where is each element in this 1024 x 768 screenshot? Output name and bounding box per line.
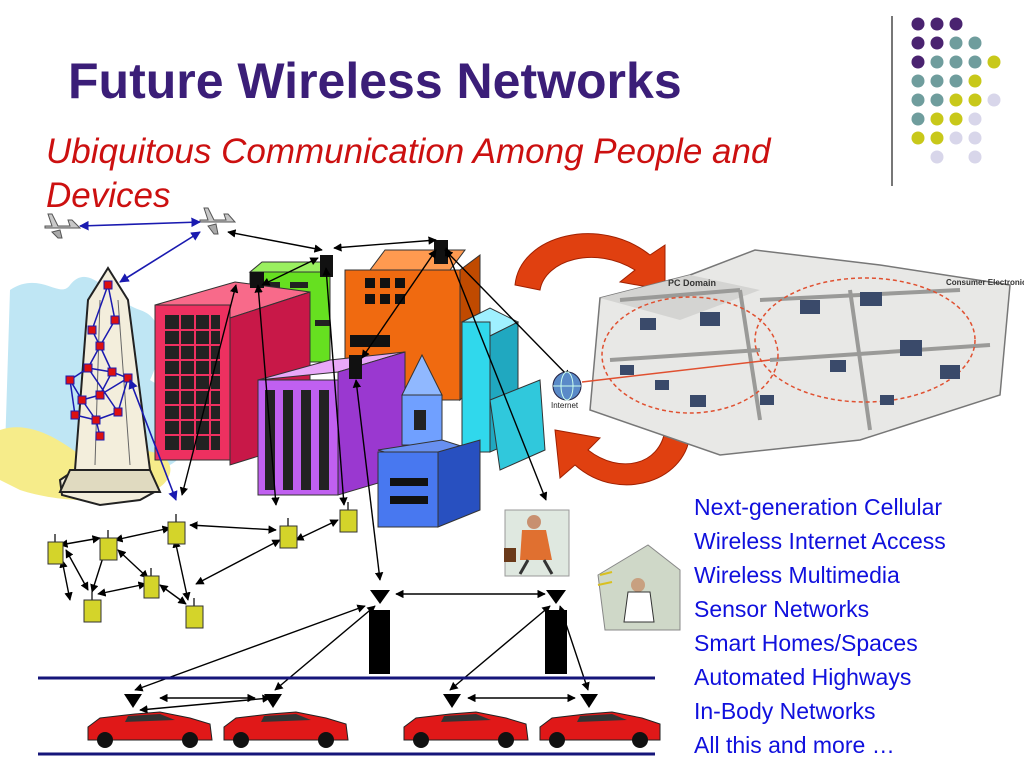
sensor-node-antennas	[54, 502, 349, 606]
airplane-left	[44, 213, 82, 239]
application-item: Automated Highways	[694, 664, 912, 690]
internet-globe-icon	[552, 371, 582, 401]
decorative-divider	[891, 16, 893, 186]
curved-arrow-bottom	[554, 429, 691, 486]
application-list: Next-generation Cellular Wireless Intern…	[694, 490, 946, 762]
dot-row-8	[930, 150, 982, 164]
application-item: Smart Homes/Spaces	[694, 630, 918, 656]
roadside-tower-left	[369, 590, 390, 674]
application-item: All this and more …	[694, 732, 895, 758]
dot-row-6	[911, 112, 982, 126]
roadside-tower-right	[545, 590, 567, 674]
smart-home-floorplan	[581, 249, 1011, 456]
network-links	[59, 229, 590, 714]
application-item: Wireless Multimedia	[694, 562, 900, 588]
highway-lines	[38, 676, 655, 756]
dot-row-1	[911, 17, 963, 31]
rooftop-antennas	[250, 240, 448, 379]
pc-domain-label: PC Domain	[668, 278, 716, 288]
slide-subtitle: Ubiquitous Communication Among People an…	[46, 132, 771, 215]
dot-row-4	[911, 74, 982, 88]
car-antennas	[124, 694, 598, 708]
person-in-room-icon	[597, 544, 681, 631]
curved-arrow-top	[514, 233, 666, 291]
dot-row-7	[911, 131, 982, 145]
consumer-electronics-domain-label: Consumer Electronics Domain	[946, 278, 1024, 287]
sensor-nodes	[47, 509, 358, 629]
dot-row-3	[911, 55, 1001, 69]
blue-links	[79, 217, 201, 501]
application-item: Sensor Networks	[694, 596, 870, 622]
dot-row-2	[911, 36, 982, 50]
slide-title: Future Wireless Networks	[68, 53, 682, 109]
decorative-dot-grid	[911, 17, 1001, 164]
internet-label: Internet	[551, 401, 579, 410]
application-item: Wireless Internet Access	[694, 528, 946, 554]
car-1	[87, 711, 213, 748]
dot-row-5	[911, 93, 1001, 107]
application-item: Next-generation Cellular	[694, 494, 943, 520]
car-2	[223, 711, 349, 748]
car-3	[403, 711, 529, 748]
airplane-right	[199, 207, 237, 235]
car-4	[539, 711, 661, 748]
person-with-phone-icon	[504, 509, 570, 577]
application-item: In-Body Networks	[694, 698, 876, 724]
tower-sensor-mesh	[65, 280, 133, 441]
